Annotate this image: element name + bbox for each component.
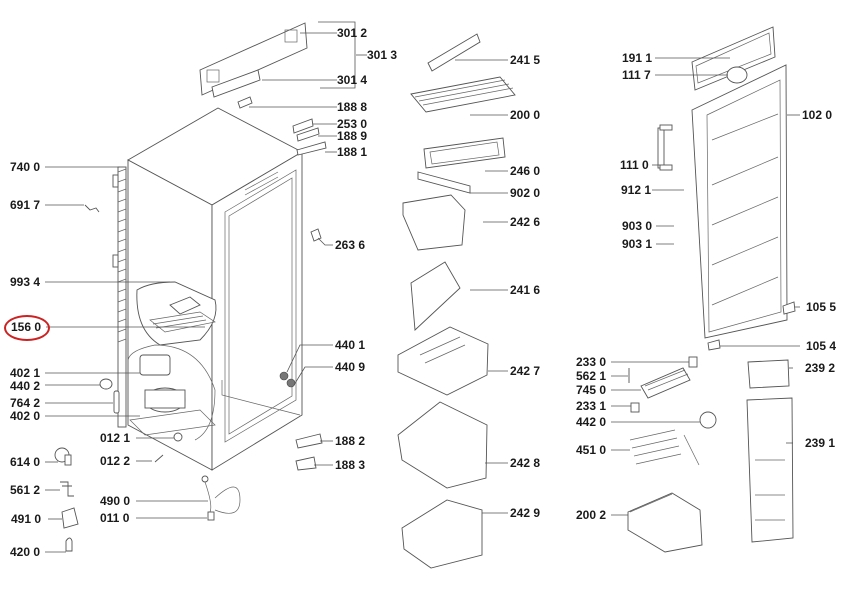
- part-label-451-0[interactable]: 451 0: [576, 443, 607, 457]
- right-components: [627, 356, 794, 553]
- part-label-111-7[interactable]: 111 7: [622, 68, 651, 82]
- part-label-241-6[interactable]: 241 6: [510, 283, 541, 297]
- part-label-402-0[interactable]: 402 0: [10, 409, 41, 423]
- control-panel: [199, 21, 356, 471]
- highlight-ring: [4, 315, 50, 341]
- part-label-614-0[interactable]: 614 0: [10, 455, 41, 469]
- compressor-area: [127, 344, 216, 441]
- part-label-491-0[interactable]: 491 0: [11, 512, 42, 526]
- part-label-440-1[interactable]: 440 1: [335, 338, 366, 352]
- part-label-561-2[interactable]: 561 2: [10, 483, 41, 497]
- part-label-740-0[interactable]: 740 0: [10, 160, 41, 174]
- part-label-301-4[interactable]: 301 4: [337, 73, 368, 87]
- part-label-562-1[interactable]: 562 1: [576, 369, 607, 383]
- part-label-903-0[interactable]: 903 0: [622, 219, 653, 233]
- part-label-301-2[interactable]: 301 2: [337, 26, 368, 40]
- leader-lines: [45, 32, 800, 553]
- part-label-188-3[interactable]: 188 3: [335, 458, 366, 472]
- part-label-233-1[interactable]: 233 1: [576, 399, 607, 413]
- part-label-200-0[interactable]: 200 0: [510, 108, 541, 122]
- part-label-012-1[interactable]: 012 1: [100, 431, 131, 445]
- part-label-253-0[interactable]: 253 0: [337, 117, 368, 131]
- part-label-156-0[interactable]: 156 0: [11, 320, 42, 334]
- part-label-242-9[interactable]: 242 9: [510, 506, 541, 520]
- part-label-239-2[interactable]: 239 2: [805, 361, 836, 375]
- part-label-263-6[interactable]: 263 6: [335, 238, 366, 252]
- left-small-parts: [54, 204, 241, 552]
- part-label-442-0[interactable]: 442 0: [576, 415, 607, 429]
- part-label-242-6[interactable]: 242 6: [510, 215, 541, 229]
- part-label-011-0[interactable]: 011 0: [100, 511, 130, 525]
- part-label-993-4[interactable]: 993 4: [10, 275, 41, 289]
- part-label-902-0[interactable]: 902 0: [510, 186, 541, 200]
- part-label-420-0[interactable]: 420 0: [10, 545, 41, 559]
- shelves-and-drawers: [397, 33, 516, 569]
- part-label-764-2[interactable]: 764 2: [10, 396, 41, 410]
- condenser-740-0: [112, 166, 127, 428]
- part-label-402-1[interactable]: 402 1: [10, 366, 41, 380]
- part-label-691-7[interactable]: 691 7: [10, 198, 41, 212]
- part-label-745-0[interactable]: 745 0: [576, 383, 607, 397]
- part-label-239-1[interactable]: 239 1: [805, 436, 836, 450]
- part-label-490-0[interactable]: 490 0: [100, 494, 131, 508]
- part-label-912-1[interactable]: 912 1: [621, 183, 652, 197]
- evaporator-tray: [136, 281, 217, 346]
- part-label-188-2[interactable]: 188 2: [335, 434, 366, 448]
- part-label-188-8[interactable]: 188 8: [337, 100, 368, 114]
- part-label-102-0[interactable]: 102 0: [802, 108, 833, 122]
- part-label-242-7[interactable]: 242 7: [510, 364, 541, 378]
- part-label-188-9[interactable]: 188 9: [337, 129, 368, 143]
- part-label-105-4[interactable]: 105 4: [806, 339, 837, 353]
- part-label-440-2[interactable]: 440 2: [10, 379, 41, 393]
- part-label-200-2[interactable]: 200 2: [576, 508, 607, 522]
- part-label-242-8[interactable]: 242 8: [510, 456, 541, 470]
- part-label-440-9[interactable]: 440 9: [335, 360, 366, 374]
- part-label-188-1[interactable]: 188 1: [337, 145, 368, 159]
- part-label-233-0[interactable]: 233 0: [576, 355, 607, 369]
- part-label-191-1[interactable]: 191 1: [622, 51, 653, 65]
- part-label-903-1[interactable]: 903 1: [622, 237, 653, 251]
- part-label-301-3[interactable]: 301 3: [367, 48, 398, 62]
- part-label-111-0[interactable]: 111 0: [620, 158, 649, 172]
- part-label-246-0[interactable]: 246 0: [510, 164, 541, 178]
- door-assembly: [657, 26, 796, 351]
- part-label-012-2[interactable]: 012 2: [100, 454, 131, 468]
- part-label-241-5[interactable]: 241 5: [510, 53, 541, 67]
- part-label-105-5[interactable]: 105 5: [806, 300, 837, 314]
